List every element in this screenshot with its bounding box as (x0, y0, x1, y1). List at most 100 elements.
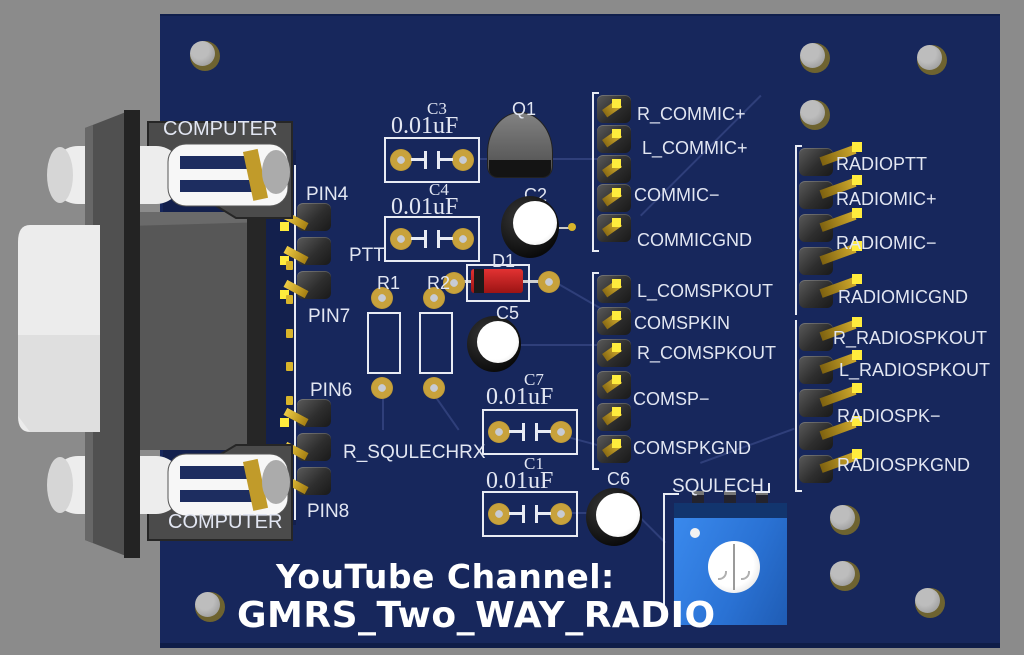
r-radiospkout-label: R_RADIOSPKOUT (833, 328, 988, 348)
cap-top (513, 201, 557, 245)
tube-gold-band (242, 458, 269, 511)
db9-jackscrew-cap (47, 457, 73, 513)
squelch-potentiometer: SQULECH (663, 476, 796, 632)
solder-pad (550, 503, 572, 525)
header-pin (280, 271, 331, 299)
silkscreen-line (795, 320, 797, 492)
cap-symbol (411, 158, 424, 161)
pin8-label: PIN8 (307, 501, 350, 522)
ptt-label: PTT (349, 245, 385, 266)
tube-end (262, 460, 290, 504)
radiospk-minus-label: RADIOSPK− (837, 406, 941, 426)
tube-stripe (180, 156, 258, 169)
capacitor-footprint-c3 (384, 137, 480, 183)
c5-ref: C5 (496, 303, 520, 323)
header-pin (799, 274, 862, 308)
solder-pad (538, 271, 560, 293)
silkscreen-line (592, 468, 599, 470)
header-pin (597, 125, 631, 153)
header-pin (799, 449, 862, 483)
db9-pin-stub (286, 396, 293, 405)
db9-connector (18, 110, 293, 558)
header-pin (597, 95, 631, 123)
mounting-hole (917, 45, 947, 75)
db9-pin-stub (286, 329, 293, 338)
diode-d1 (443, 261, 561, 305)
header-pin (799, 241, 862, 275)
header-pin (799, 317, 862, 351)
solder-pad (390, 228, 412, 250)
cap-symbol (411, 237, 424, 240)
cap-symbol (440, 237, 453, 240)
cap-symbol (437, 151, 440, 169)
tube-stripe (180, 180, 258, 192)
db9-pin-stub (286, 295, 293, 304)
solder-pad (550, 421, 572, 443)
pin7-label: PIN7 (308, 306, 351, 327)
db9-body (128, 212, 266, 450)
solder-pad (423, 377, 445, 399)
pot-dial (708, 541, 760, 593)
cap-symbol (538, 512, 551, 515)
header-pin (597, 184, 631, 212)
cap-symbol (522, 423, 525, 441)
pin6-label: PIN6 (310, 380, 353, 401)
cap-symbol (535, 505, 538, 523)
trace-line (518, 344, 598, 346)
c6-ref: C6 (607, 469, 631, 489)
cap-symbol (440, 158, 453, 161)
squelch-label: SQULECH (672, 476, 764, 497)
cap-symbol (424, 151, 427, 169)
mounting-hole (195, 592, 225, 622)
cap-symbol (509, 512, 522, 515)
header-pin (597, 339, 631, 367)
l-commic-label: L_COMMIC+ (642, 138, 748, 158)
commicgnd-label: COMMICGND (637, 230, 752, 250)
radiomic-plus-label: RADIOMIC+ (836, 189, 937, 209)
db9-flange (85, 112, 126, 556)
silkscreen-line (795, 145, 802, 147)
solder-pad (452, 228, 474, 250)
mounting-hole (830, 561, 860, 591)
pin4-label: PIN4 (306, 184, 349, 205)
header-pin (280, 237, 331, 265)
header-pin (597, 214, 631, 242)
silkscreen-line (592, 272, 599, 274)
solder-pad (390, 149, 412, 171)
solder-pad (371, 377, 393, 399)
footer-line2: GMRS_Two_WAY_RADIO (237, 595, 716, 636)
footer-line1: YouTube Channel: (276, 557, 615, 596)
solder-pad (452, 149, 474, 171)
tube-gold-band (242, 148, 269, 201)
header-pin (597, 307, 631, 335)
header-pin (799, 208, 862, 242)
squelch-rx-label: R_SQULECHRX (343, 442, 486, 463)
c4-ref: C4 (429, 180, 449, 199)
solder-pad (488, 421, 510, 443)
cap-symbol (522, 505, 525, 523)
cap-symbol (538, 430, 551, 433)
silkscreen-line (795, 145, 797, 315)
c3-ref: C3 (427, 99, 447, 118)
capacitor-footprint-c7 (482, 409, 578, 455)
r2-ref: R2 (427, 273, 451, 293)
header-pin (597, 403, 631, 431)
header-pin (597, 435, 631, 463)
mounting-hole (190, 41, 220, 71)
db9-jackscrew-cap (47, 147, 73, 203)
silkscreen-line (592, 272, 594, 470)
db9-pin-stub (286, 261, 293, 270)
r1-ref: R1 (377, 273, 401, 293)
capacitor-footprint-c1 (482, 491, 578, 537)
pcb-board (160, 14, 1000, 648)
header-pin (597, 371, 631, 399)
pot-body (674, 503, 787, 625)
diode-body (471, 269, 523, 293)
silkscreen-line (294, 165, 296, 520)
db9-shell-shade (18, 335, 100, 432)
computer-bottom-label: COMPUTER (168, 511, 283, 533)
solder-pad (488, 503, 510, 525)
cap-symbol (437, 230, 440, 248)
pot-dial-mark (741, 571, 750, 580)
